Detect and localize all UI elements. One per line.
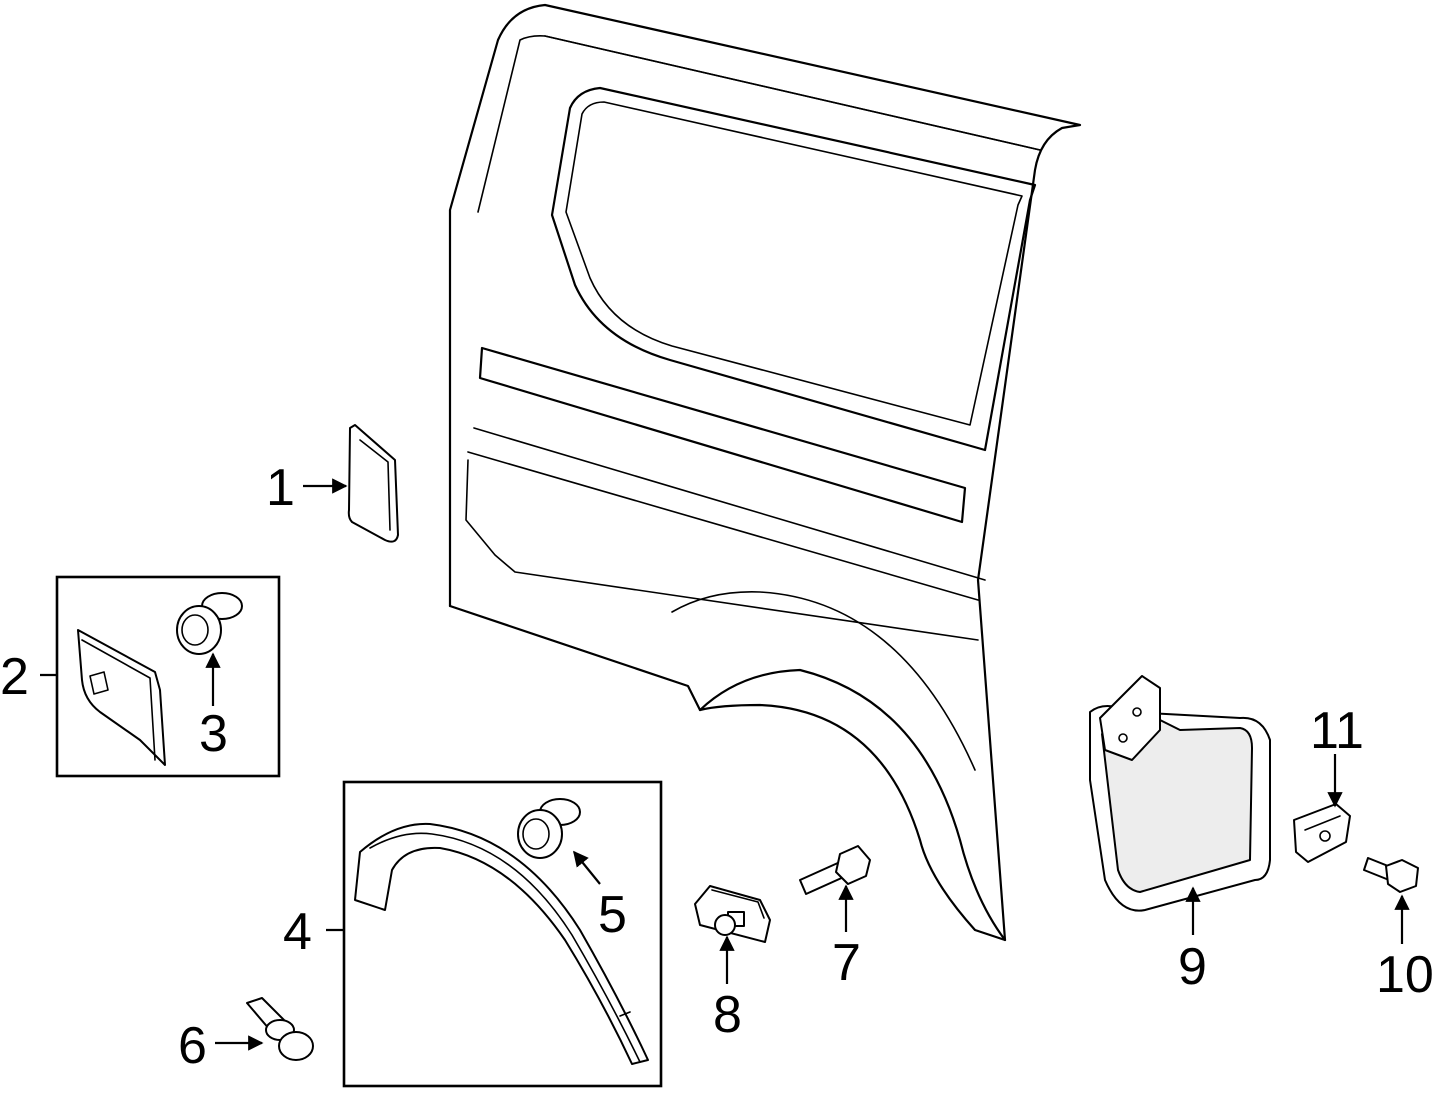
- callout-5: 5: [598, 886, 627, 944]
- callout-2: 2: [0, 648, 29, 706]
- part-3-push-pin: [176, 592, 243, 655]
- callout-4: 4: [283, 903, 312, 961]
- callout-7: 7: [832, 934, 861, 992]
- callout-11: 11: [1310, 702, 1364, 760]
- group-box-2-3: [55, 575, 281, 778]
- part-5-push-pin: [517, 798, 581, 859]
- part-6-clip-rivet: [246, 997, 314, 1061]
- quarter-panel: [448, 3, 1082, 942]
- part-7-bolt: [799, 845, 871, 895]
- group-box-4-5: [342, 780, 663, 1088]
- callout-1: 1: [266, 459, 295, 517]
- part-10-bolt: [1363, 857, 1419, 893]
- part-9-mud-flap: [1089, 675, 1271, 912]
- part-4-wheel-arch-moulding: [354, 822, 649, 1065]
- callout-3: 3: [199, 705, 228, 763]
- part-1-trim-plate: [347, 424, 399, 543]
- callout-10: 10: [1376, 946, 1434, 1004]
- callout-8: 8: [713, 986, 742, 1044]
- part-8-retainer-clip: [694, 885, 771, 943]
- callout-6: 6: [178, 1017, 207, 1075]
- callout-9: 9: [1178, 938, 1207, 996]
- leader-5: [573, 850, 601, 885]
- part-11-nut-clip: [1293, 803, 1351, 863]
- part-2-trim-bracket: [77, 629, 166, 766]
